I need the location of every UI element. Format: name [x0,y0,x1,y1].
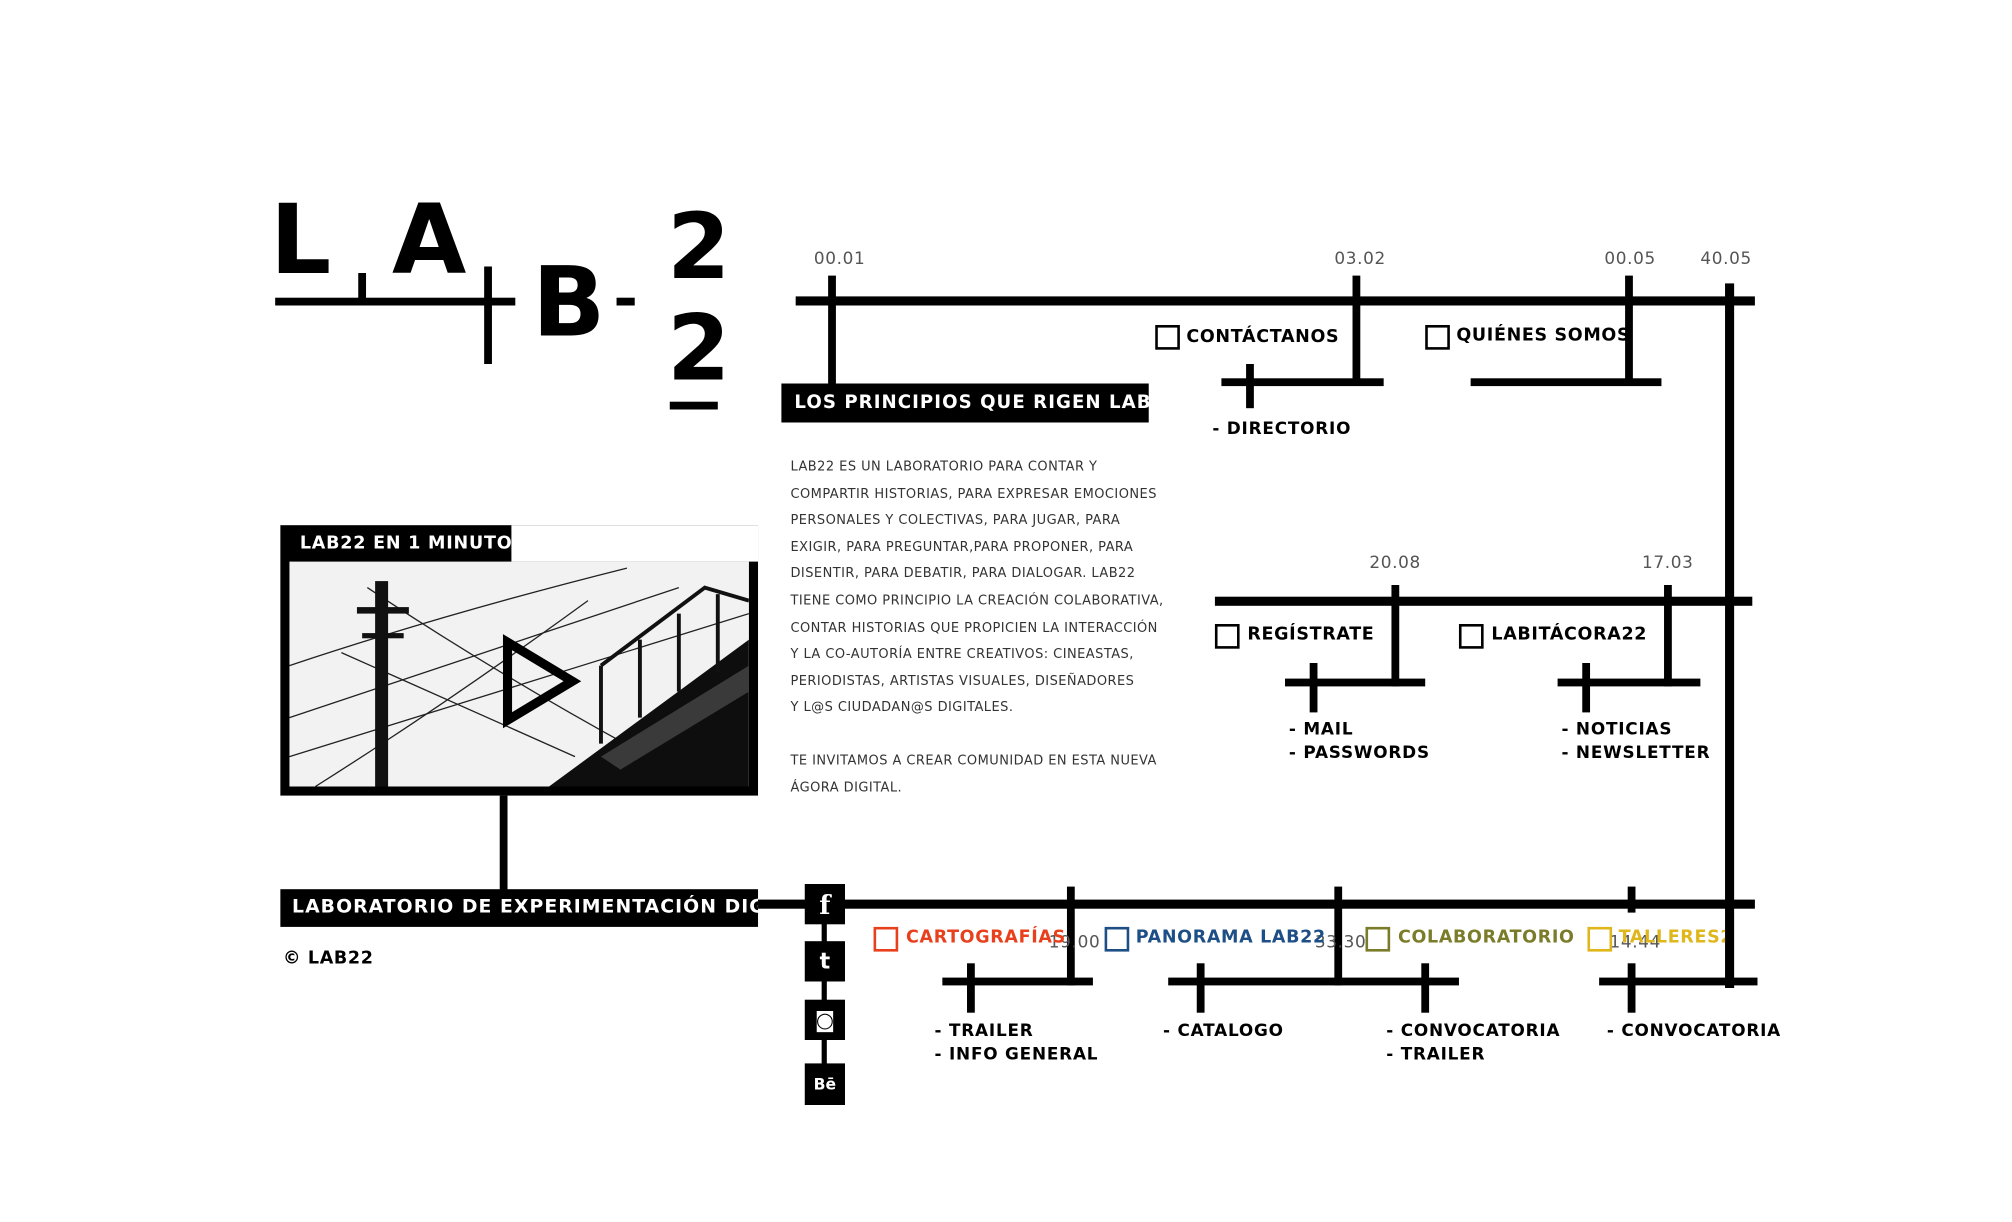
checkbox-icon [1365,926,1391,952]
time-label: 19.00 [1048,933,1101,953]
time-label: 00.05 [1604,249,1656,270]
branch-stop [967,963,975,1013]
nav-sub-trailer[interactable]: - TRAILER [934,1021,1034,1042]
bottom-stop-talleres [1627,886,1636,913]
nav-label-contact: CONTÁCTANOS [1186,326,1340,348]
nav-label-talleres: TALLERES22 [1618,926,1725,948]
checkbox-icon [1458,624,1484,649]
video-tab-gap [511,525,759,562]
nav-label-about: QUIÉNES SOMOS [1456,325,1631,346]
video-connector [499,795,508,894]
branch-line [1285,678,1426,687]
nav-subs-register: - MAIL - PASSWORDS [1289,719,1430,766]
logo-letter-a: A [391,184,467,297]
checkbox-icon [1214,624,1240,649]
branch-stop [1582,663,1591,713]
nav-label-colaboratorio: COLABORATORIO [1397,926,1575,948]
logo-letter-l: L [269,184,332,297]
instagram-icon[interactable]: ◙ [804,999,845,1040]
logo-digit-2-top: 2 [667,193,731,301]
logo-vertical [484,266,492,364]
time-label: 40.05 [1700,249,1752,270]
nav-sub-news[interactable]: - NOTICIAS [1561,720,1673,740]
principles-title[interactable]: LOS PRINCIPIOS QUE RIGEN LAB22 [781,383,1178,423]
time-label: 17.03 [1641,553,1694,574]
nav-sub-passwords[interactable]: - PASSWORDS [1288,743,1430,764]
time-label: 03.02 [1334,249,1386,270]
video-player[interactable]: LAB22 EN 1 MINUTO [280,525,759,796]
nav-sub-catalogo[interactable]: - CATALOGO [1163,1021,1284,1042]
logo-letter-b: B [532,246,606,359]
nav-sub-convocatoria[interactable]: - CONVOCATORIA [1386,1021,1561,1042]
bottom-stop-cartografias [1066,886,1075,986]
branch-line [942,977,1093,986]
branch-stop [1246,364,1254,409]
nav-sub-directory[interactable]: - DIRECTORIO [1212,419,1352,440]
nav-sub-convocatoria[interactable]: - CONVOCATORIA [1606,1021,1781,1042]
video-frame-image [289,567,749,787]
branch-line [1557,678,1701,687]
top-stop-about [1625,275,1633,385]
checkbox-icon [1155,325,1180,350]
play-icon [502,634,582,729]
video-thumbnail [289,561,749,787]
video-title: LAB22 EN 1 MINUTO [299,533,513,554]
principles-text: LAB22 ES UN LABORATORIO PARA CONTAR Y CO… [790,455,1179,828]
branch-stop [1309,663,1318,713]
nav-label-panorama: PANORAMA LAB22 [1135,926,1326,948]
middle-metro-line [1214,596,1753,606]
time-label: 00.01 [813,249,866,270]
nav-sub-trailer[interactable]: - TRAILER [1386,1045,1486,1065]
branch-line [1221,378,1384,387]
branch-stop [1421,963,1430,1013]
facebook-icon[interactable]: f [804,883,845,925]
top-metro-line [795,296,1755,306]
bottom-metro-line [758,899,1755,909]
nav-label-blog: LABITÁCORA22 [1491,624,1648,645]
principles-paragraph-1: LAB22 ES UN LABORATORIO PARA CONTAR Y CO… [790,460,1164,716]
nav-label-cartografias: CARTOGRAFÍAS [906,926,1066,948]
branch-line [1168,977,1459,986]
logo-tick [358,273,367,302]
nav-label-register: REGÍSTRATE [1247,624,1375,645]
nav-subs-cartografias: - TRAILER - INFO GENERAL [935,1020,1099,1067]
top-stop-principles [828,275,836,388]
branch-line [1599,977,1758,986]
principles-paragraph-2: TE INVITAMOS A CREAR COMUNIDAD EN ESTA N… [790,753,1157,795]
branch-stop [1196,963,1205,1013]
logo-underline [669,401,718,410]
branch-line [1470,378,1662,387]
nav-subs-blog: - NOTICIAS - NEWSLETTER [1561,719,1710,766]
top-stop-contact [1352,275,1361,385]
time-label: 20.08 [1369,553,1421,574]
checkbox-icon [1425,325,1450,350]
nav-sub-info-general[interactable]: - INFO GENERAL [934,1045,1099,1065]
checkbox-icon [1104,926,1130,952]
behance-icon[interactable]: Bē [804,1063,845,1105]
logo-digit-2-bottom: 2 [667,295,731,402]
checkbox-icon [873,926,899,952]
twitter-icon[interactable]: t [804,941,845,982]
nav-sub-newsletter[interactable]: - NEWSLETTER [1561,743,1711,764]
nav-subs-colaboratorio: - CONVOCATORIA - TRAILER [1386,1020,1560,1067]
time-label: 14.44 [1609,933,1662,953]
checkbox-icon [1587,926,1613,952]
right-vertical-line [1725,283,1735,988]
bottom-stop-panorama [1334,886,1343,986]
mid-stop-register [1391,585,1400,687]
time-label: 33.30 [1314,933,1367,953]
mid-stop-blog [1664,585,1672,687]
logo-dash [616,297,635,306]
logo-baseline [275,297,516,306]
tagline: LABORATORIO DE EXPERIMENTACIÓN DIGITAL [280,889,814,927]
branch-stop [1627,963,1636,1013]
copyright: © LAB22 [282,947,374,969]
nav-sub-mail[interactable]: - MAIL [1288,720,1354,740]
